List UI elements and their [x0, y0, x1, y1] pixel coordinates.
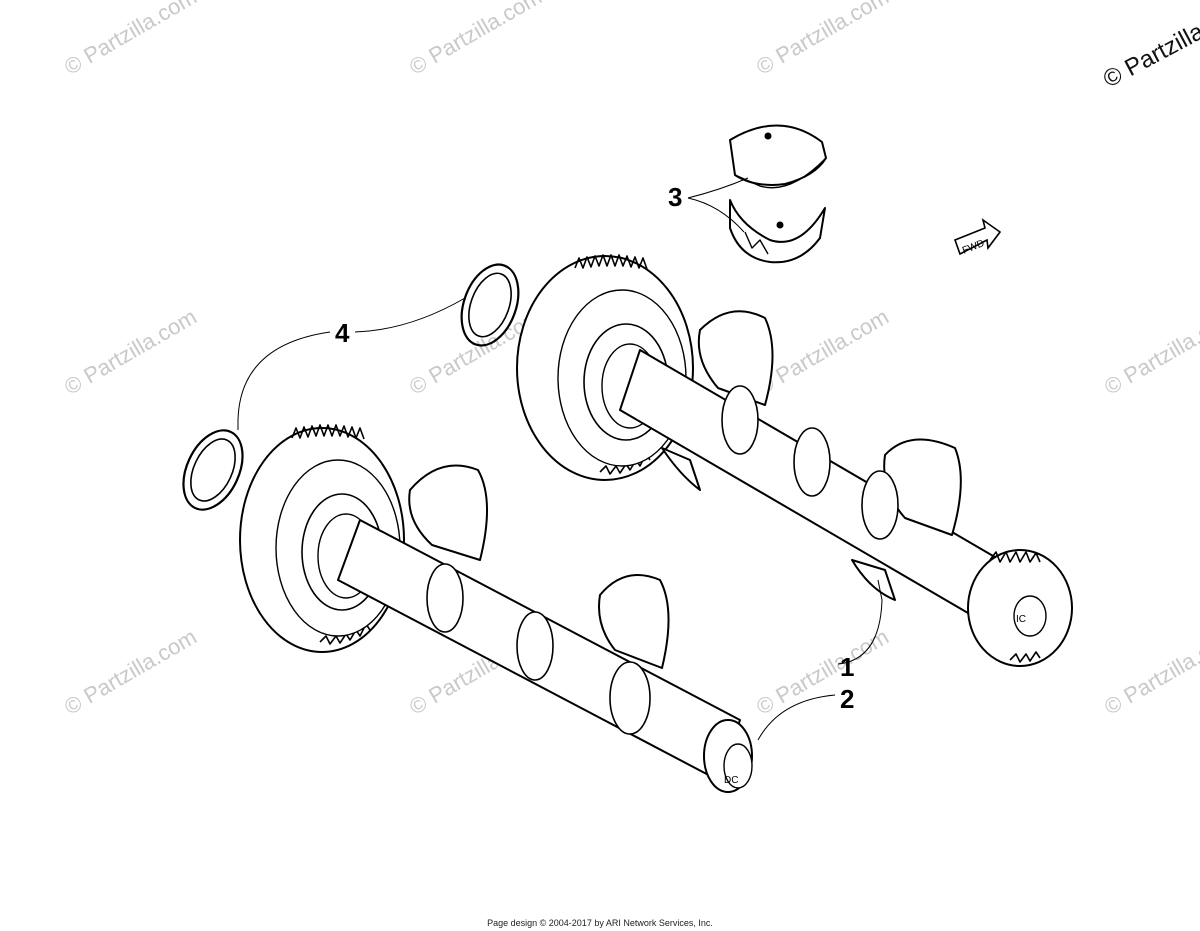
svg-text:DC: DC: [724, 775, 738, 786]
camshaft-front: DC: [239, 424, 753, 793]
bearing-shell-lower: [729, 199, 826, 264]
camshaft-rear: IC: [516, 254, 1073, 667]
callout-1: 1: [840, 652, 854, 682]
bearing-shell-upper: [729, 124, 827, 189]
callout-4: 4: [335, 318, 350, 348]
fwd-arrow-icon: FWD: [953, 218, 1002, 257]
page-footer: Page design © 2004-2017 by ARI Network S…: [487, 918, 713, 928]
callout-3: 3: [668, 182, 682, 212]
leader-lines: [237, 177, 883, 741]
seal-ring-upper: [450, 255, 530, 355]
seal-ring-lower: [170, 419, 256, 521]
svg-text:IC: IC: [1016, 614, 1026, 625]
callout-2: 2: [840, 684, 854, 714]
